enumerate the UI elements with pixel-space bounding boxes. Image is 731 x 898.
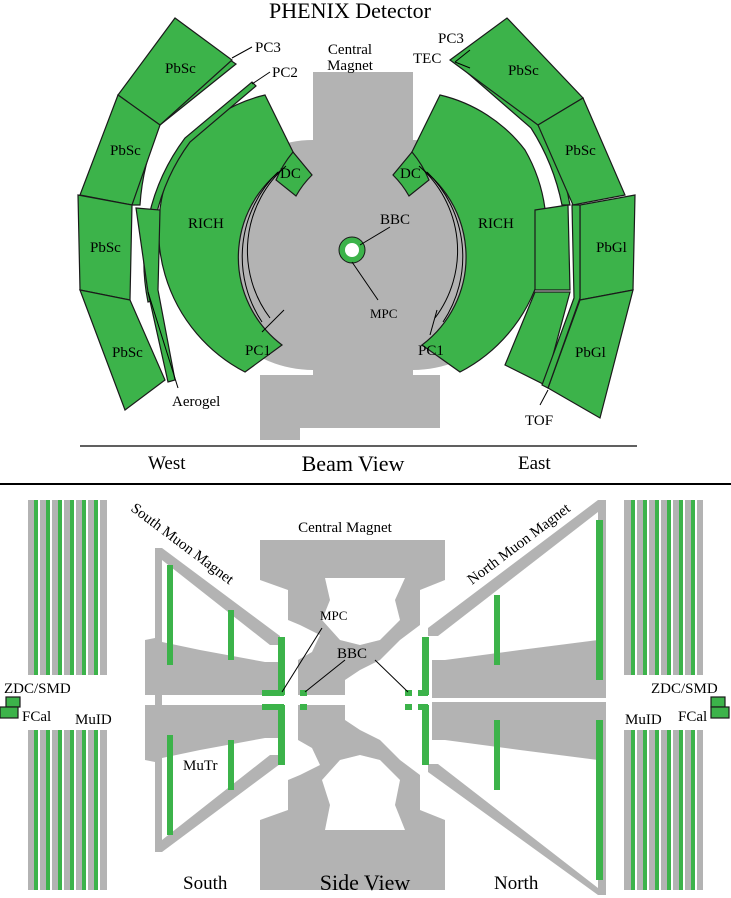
south-label: South bbox=[183, 873, 228, 894]
north-mpc-block bbox=[418, 690, 428, 696]
east-dc bbox=[392, 151, 430, 197]
east-dc-label: DC bbox=[400, 166, 421, 182]
south-zdc-label: ZDC/SMD bbox=[4, 681, 71, 697]
beam-central-magnet-label-2: Magnet bbox=[327, 58, 374, 74]
west-pbsc-label-1: PbSc bbox=[165, 61, 196, 77]
south-mpc-block bbox=[262, 690, 284, 696]
tof-label: TOF bbox=[525, 413, 553, 429]
side-view: Central Magnet South Muon Magnet North M… bbox=[0, 500, 730, 895]
beam-title: PHENIX Detector bbox=[269, 0, 432, 23]
mutr-label: MuTr bbox=[183, 758, 217, 774]
beam-view: PHENIX Detector Central Magnet PC3 PC2 P… bbox=[77, 0, 637, 476]
south-central-arm-mag-b bbox=[278, 705, 285, 765]
north-mutr-4 bbox=[494, 720, 500, 790]
mpc-label: MPC bbox=[370, 306, 397, 321]
north-fcal bbox=[710, 706, 730, 719]
aerogel-label: Aerogel bbox=[172, 394, 220, 410]
north-muid-top bbox=[624, 500, 703, 675]
north-bbc-block-b bbox=[405, 704, 412, 710]
north-zdc-label: ZDC/SMD bbox=[651, 681, 718, 697]
north-zdc bbox=[710, 696, 726, 708]
south-mpc-block-b bbox=[262, 704, 284, 710]
south-fcal bbox=[0, 706, 19, 719]
west-pc3-label: PC3 bbox=[255, 40, 281, 56]
east-tec-label: TEC bbox=[413, 51, 441, 67]
west-dc-label: DC bbox=[280, 166, 301, 182]
beam-central-magnet-label-1: Central bbox=[328, 42, 372, 58]
bbc-label: BBC bbox=[380, 212, 410, 228]
south-mutr-1 bbox=[167, 565, 173, 665]
west-pc2-label: PC2 bbox=[272, 65, 298, 81]
south-fcal-label: FCal bbox=[22, 709, 51, 725]
side-central-magnet-label: Central Magnet bbox=[298, 520, 393, 536]
east-rich bbox=[407, 94, 547, 373]
north-muid-label: MuID bbox=[625, 712, 662, 728]
east-pc3-label: PC3 bbox=[438, 31, 464, 47]
north-central-arm-mag-b bbox=[422, 705, 429, 765]
south-muon-magnet bbox=[145, 548, 280, 852]
west-pbsc-4 bbox=[79, 289, 166, 411]
south-central-arm-mag bbox=[278, 637, 285, 695]
north-muid-bottom bbox=[624, 730, 703, 890]
west-pc1-label: PC1 bbox=[245, 343, 271, 359]
east-pc1-label: PC1 bbox=[418, 343, 444, 359]
west-rich-label: RICH bbox=[188, 216, 224, 232]
east-pbgl-label-2: PbGl bbox=[575, 345, 606, 361]
east-inner-1 bbox=[534, 204, 571, 291]
south-mutr-3 bbox=[167, 735, 173, 835]
north-label: North bbox=[494, 873, 539, 894]
west-pbsc-label-3: PbSc bbox=[90, 240, 121, 256]
north-fcal-label: FCal bbox=[678, 709, 707, 725]
north-central-arm-mag bbox=[422, 637, 429, 695]
north-muon-magnet-label: North Muon Magnet bbox=[465, 500, 574, 588]
south-muid-top bbox=[28, 500, 107, 675]
north-bbc-block bbox=[405, 690, 412, 696]
east-tof bbox=[541, 204, 581, 389]
south-bbc-block bbox=[300, 690, 307, 696]
west-dc bbox=[275, 151, 313, 197]
south-zdc bbox=[5, 696, 21, 708]
side-central-magnet bbox=[260, 540, 445, 890]
beam-view-subtitle: Beam View bbox=[302, 451, 405, 476]
side-view-subtitle: Side View bbox=[320, 870, 411, 895]
north-mutr-1 bbox=[596, 520, 603, 680]
north-muon-magnet bbox=[428, 500, 606, 895]
north-mutr-2 bbox=[494, 595, 500, 665]
north-mpc-block-b bbox=[418, 704, 428, 710]
east-pbsc-label-2: PbSc bbox=[565, 143, 596, 159]
west-pbsc-label-2: PbSc bbox=[110, 143, 141, 159]
north-mutr-3 bbox=[596, 720, 603, 880]
side-bbc-label: BBC bbox=[337, 646, 367, 662]
side-mpc-label: MPC bbox=[320, 608, 347, 623]
west-pbsc-label-4: PbSc bbox=[112, 345, 143, 361]
south-mutr-2 bbox=[228, 610, 234, 660]
west-label: West bbox=[148, 453, 186, 474]
south-bbc-block-b bbox=[300, 704, 307, 710]
west-pc1-arc bbox=[241, 171, 279, 323]
south-muid-bottom bbox=[28, 730, 107, 890]
south-muid-label: MuID bbox=[75, 712, 112, 728]
east-pbgl-label-1: PbGl bbox=[596, 240, 627, 256]
east-rich-label: RICH bbox=[478, 216, 514, 232]
east-pc1-arc bbox=[426, 171, 464, 323]
east-pbsc-2 bbox=[537, 97, 626, 206]
east-label: East bbox=[518, 453, 551, 474]
east-pbsc-label-1: PbSc bbox=[508, 63, 539, 79]
south-mutr-4 bbox=[228, 740, 234, 790]
